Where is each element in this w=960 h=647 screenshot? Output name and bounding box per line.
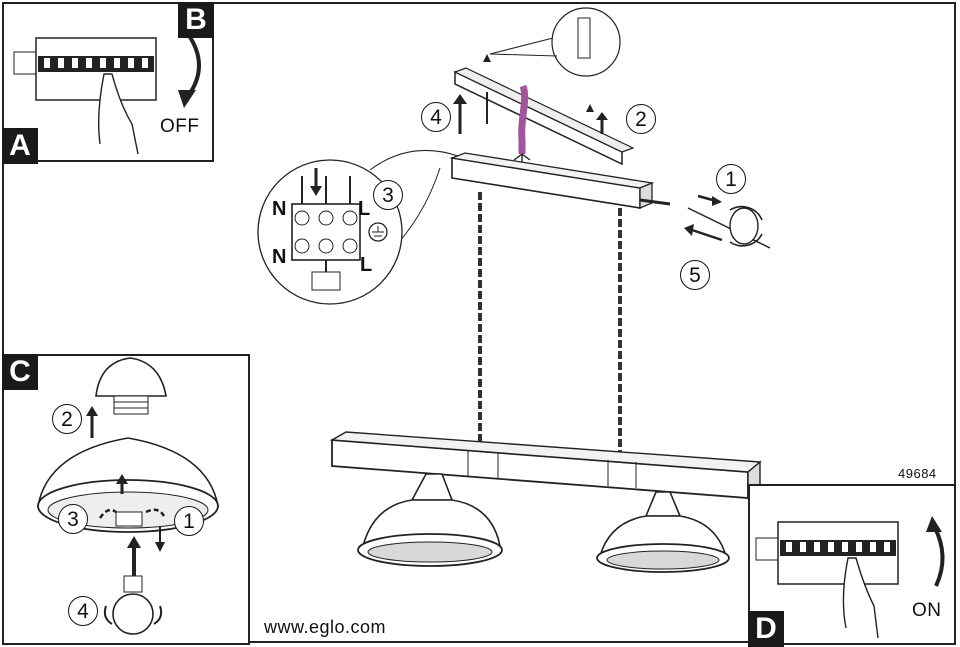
bulb-install-illustration [37, 357, 219, 635]
on-label: ON [912, 600, 942, 621]
on-arrow [932, 525, 945, 587]
badge-c: C [2, 354, 38, 390]
website: www.eglo.com [264, 617, 387, 637]
end-cap [729, 207, 759, 245]
lamp-shade-right [596, 491, 730, 573]
badge-d: D [748, 611, 784, 647]
terminal-label-n-top: N [272, 198, 287, 220]
product-code: 49684 [898, 466, 937, 481]
step-3: 3 [373, 180, 403, 210]
panel-c-step-3: 3 [58, 504, 88, 534]
off-label: OFF [160, 116, 200, 137]
terminal-label-l-top: L [358, 198, 371, 220]
breaker-illustration-off [13, 32, 201, 155]
step-5: 5 [680, 260, 710, 290]
badge-b: B [178, 2, 214, 38]
badge-a: A [2, 128, 38, 164]
breaker-illustration-on [755, 516, 945, 639]
lamp-shade-left [357, 473, 503, 567]
step-1: 1 [716, 164, 746, 194]
lamp-socket [115, 511, 143, 527]
off-arrow [186, 32, 201, 98]
mounting-bracket [454, 70, 623, 166]
step-2: 2 [626, 104, 656, 134]
light-bulb [112, 593, 154, 635]
panel-c-step-2: 2 [52, 404, 82, 434]
panel-d: ON D [748, 484, 956, 647]
panel-c-step-1: 1 [174, 506, 204, 536]
panel-a: OFF A B [2, 2, 214, 164]
step-4: 4 [421, 102, 451, 132]
panel-c-step-4: 4 [68, 596, 98, 626]
power-cable [518, 84, 529, 154]
panel-c: 2 3 1 4 C [2, 354, 250, 645]
terminal-label-l-bottom: L [360, 254, 373, 276]
terminal-label-n-bottom: N [272, 246, 287, 268]
